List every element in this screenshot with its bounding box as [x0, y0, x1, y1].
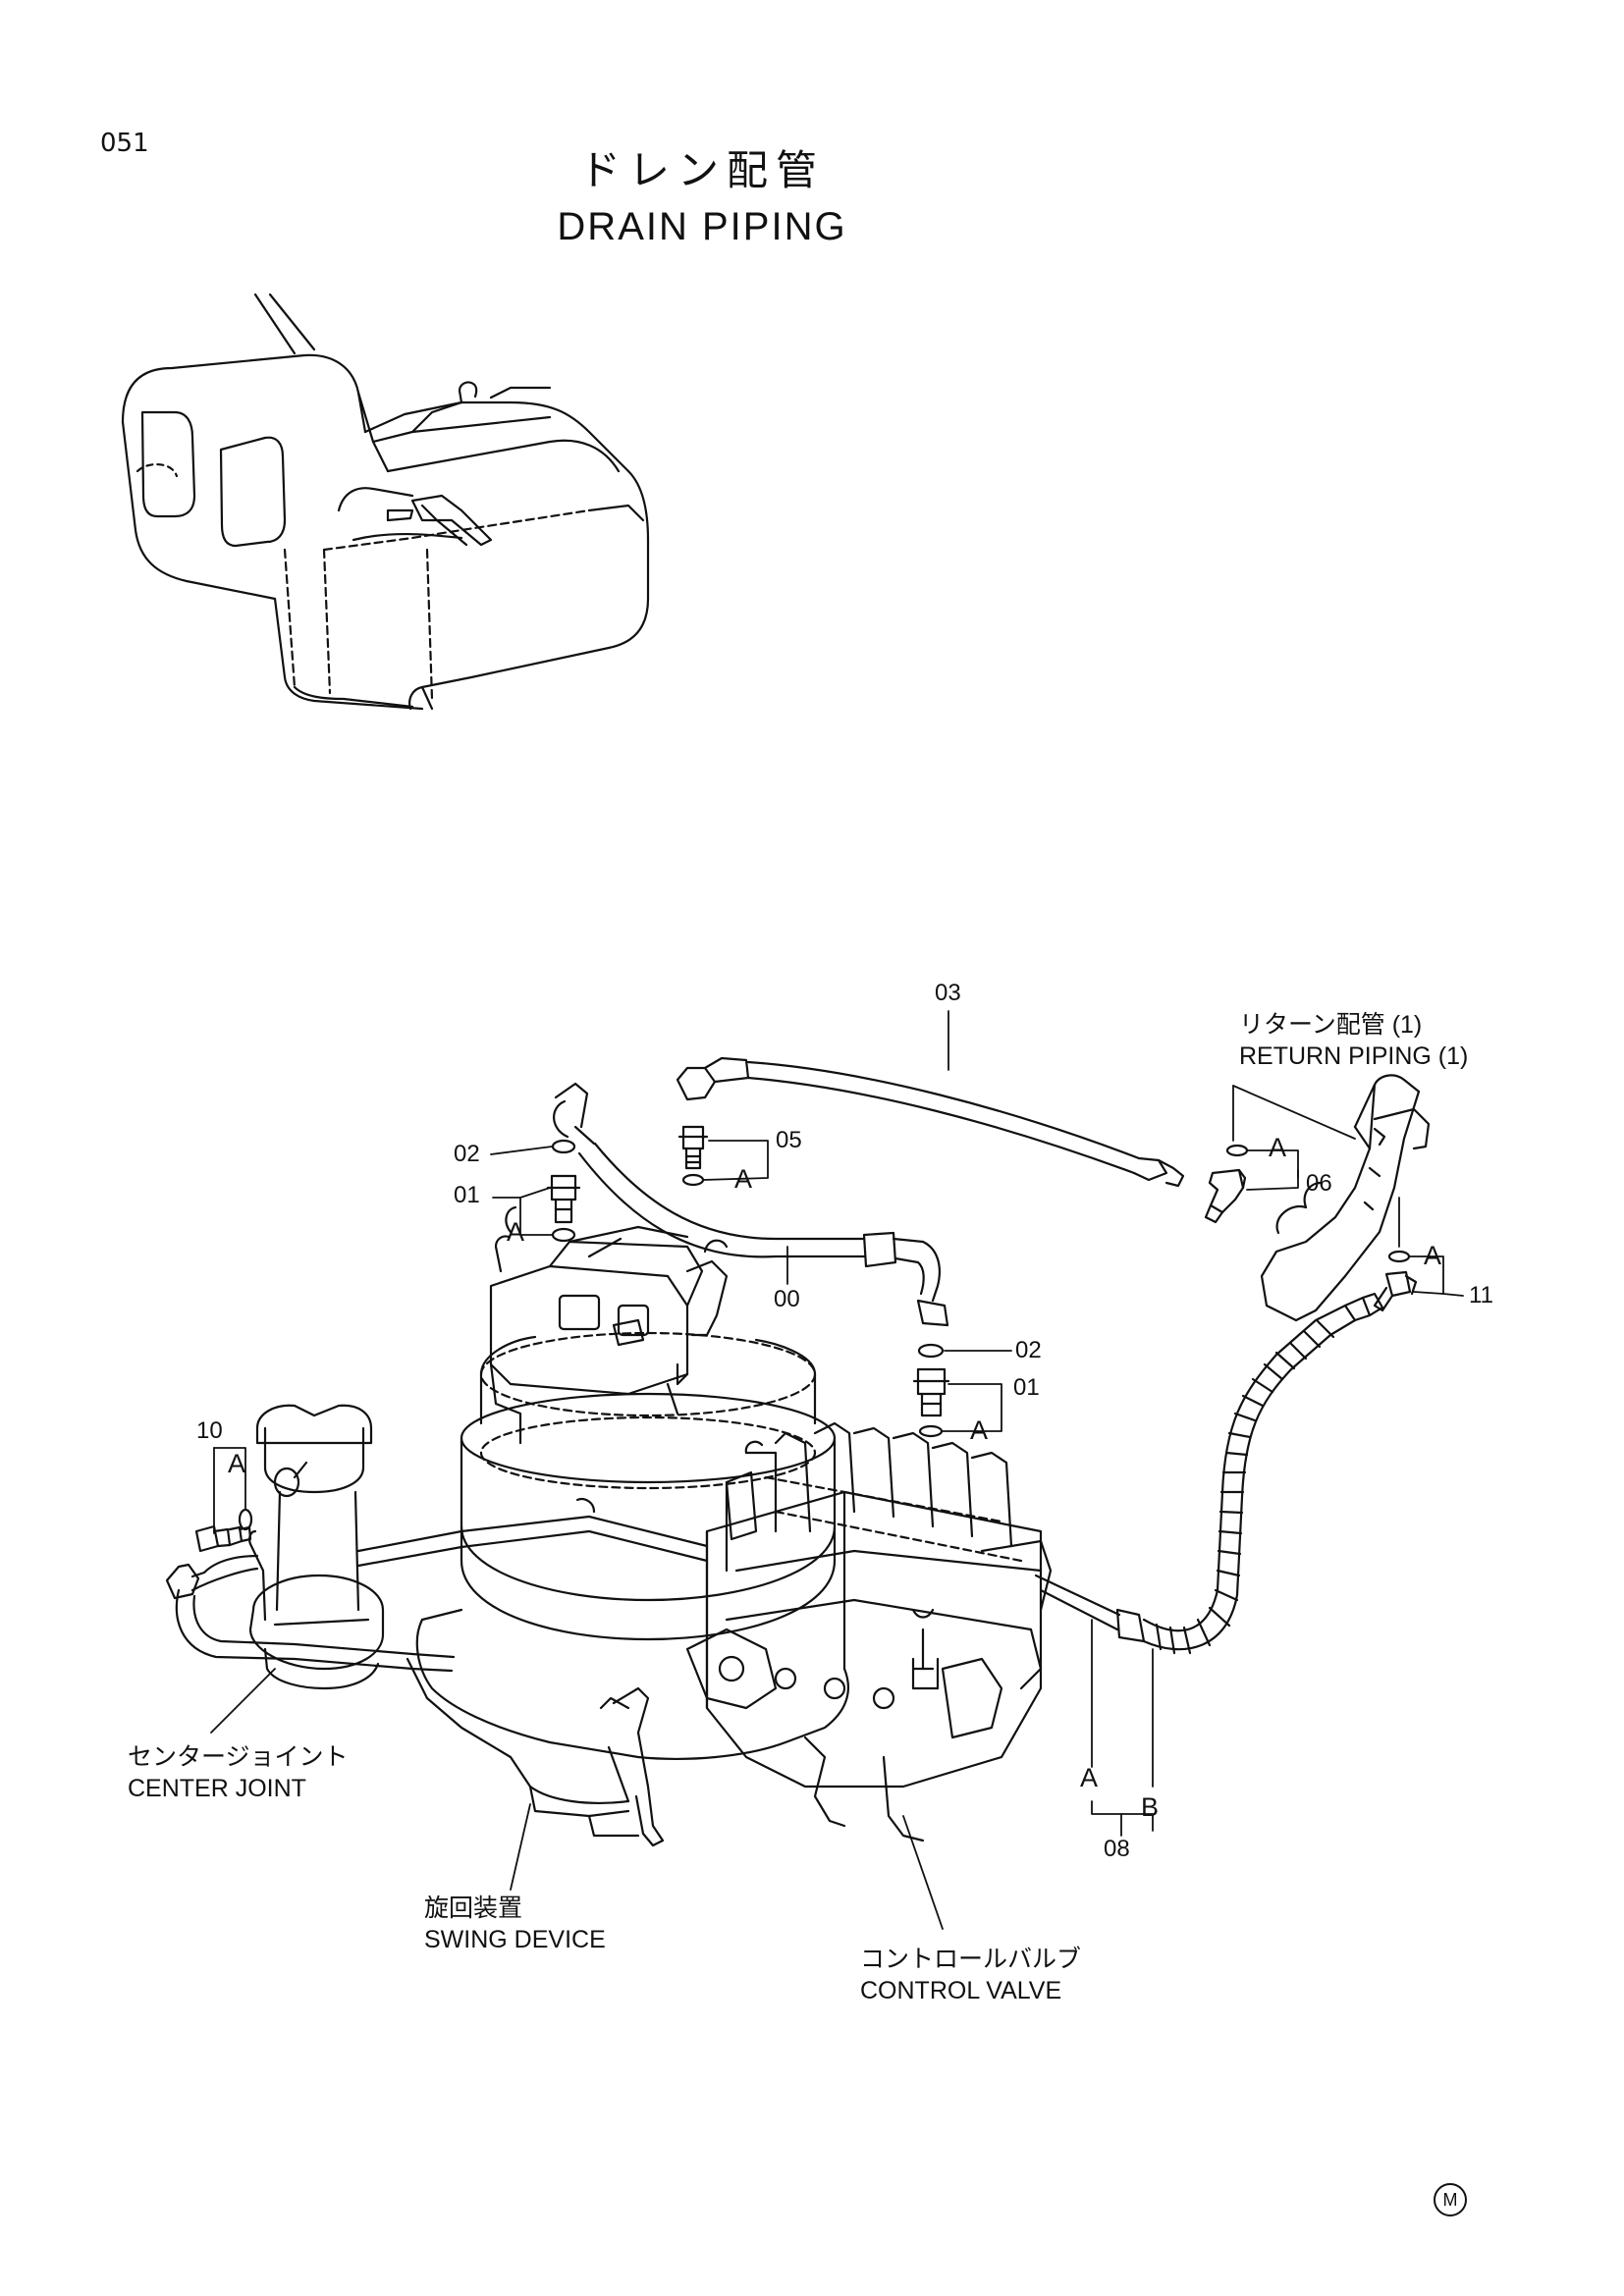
callout-08: 08: [1104, 1836, 1130, 1862]
pipe-10: [165, 1498, 709, 1673]
circled-m-mark: M: [1434, 2183, 1467, 2216]
control-valve-label-jp: コントロールバルブ: [860, 1946, 1082, 1973]
o-ring-a-10: [238, 1508, 253, 1531]
center-joint-label-en: CENTER JOINT: [128, 1775, 306, 1802]
hose-00: [553, 1082, 949, 1327]
callout-11: 11: [1469, 1282, 1493, 1308]
fitting-05: [677, 1125, 709, 1170]
callout-01-upper: 01: [454, 1182, 480, 1208]
swing-device-label-jp: 旋回装置: [424, 1895, 523, 1922]
callout-a-11: A: [1424, 1241, 1442, 1270]
center-joint-drawing: [248, 1404, 385, 1690]
center-joint-label-jp: センタージョイント: [128, 1743, 349, 1771]
o-ring-a-upper: [551, 1227, 576, 1243]
callout-a-10: A: [228, 1449, 246, 1478]
callout-a-upper: A: [507, 1217, 525, 1247]
swing-device-drawing: [406, 1205, 849, 1847]
callout-03: 03: [935, 980, 961, 1006]
callout-01-middle: 01: [1013, 1374, 1040, 1401]
excavator-overview-illustration: [121, 293, 650, 711]
o-ring-a-05: [681, 1173, 705, 1187]
o-ring-a-return: [1225, 1144, 1249, 1157]
callout-05: 05: [776, 1127, 802, 1153]
callout-10: 10: [196, 1417, 223, 1444]
callout-a-middle: A: [970, 1415, 989, 1445]
title-english: DRAIN PIPING: [557, 205, 847, 248]
leader-lines: [210, 1010, 1464, 1930]
return-piping-label-en: RETURN PIPING (1): [1239, 1042, 1469, 1070]
page-number: 051: [100, 129, 149, 158]
o-ring-a-11: [1387, 1250, 1411, 1263]
fitting-10: [194, 1524, 252, 1553]
o-ring-02-middle: [917, 1343, 945, 1359]
callout-02-middle: 02: [1015, 1337, 1042, 1363]
callout-a-08: A: [1080, 1763, 1099, 1792]
callout-00: 00: [774, 1286, 800, 1312]
fitting-11: [1373, 1270, 1418, 1312]
callout-a-return: A: [1269, 1133, 1287, 1162]
title-japanese: ドレン配管: [578, 146, 825, 194]
return-piping-drawing: [1260, 1074, 1431, 1322]
hose-03: [676, 1056, 1185, 1188]
callout-02-upper: 02: [454, 1141, 480, 1167]
o-ring-02-upper: [551, 1139, 576, 1154]
callout-06: 06: [1306, 1170, 1332, 1197]
callout-b-08: B: [1141, 1792, 1160, 1822]
fitting-01-upper: [546, 1174, 581, 1224]
control-valve-drawing: [685, 1421, 1053, 1842]
callout-a-05: A: [734, 1164, 753, 1194]
fitting-01-middle: [912, 1367, 950, 1417]
hose-08: [1034, 1292, 1384, 1655]
swing-device-label-en: SWING DEVICE: [424, 1926, 606, 1953]
o-ring-a-middle: [918, 1424, 944, 1438]
return-piping-label-jp: リターン配管 (1): [1239, 1011, 1423, 1039]
control-valve-label-en: CONTROL VALVE: [860, 1977, 1062, 2004]
fitting-06: [1204, 1168, 1247, 1224]
